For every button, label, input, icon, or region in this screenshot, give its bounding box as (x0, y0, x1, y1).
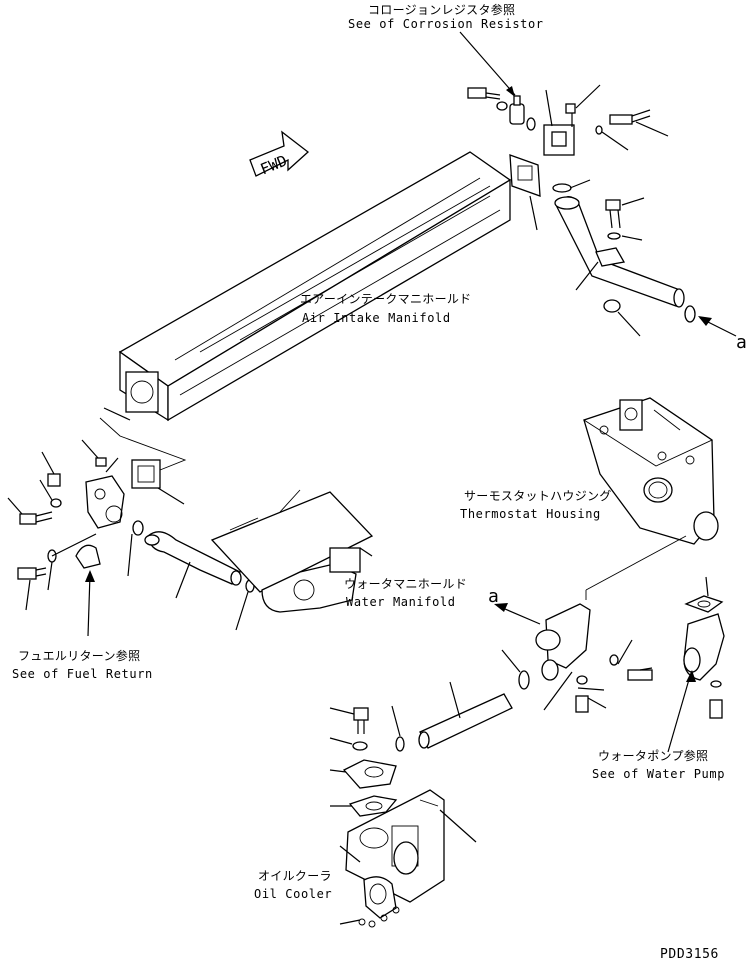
arrow-ref-bottom: a (488, 586, 499, 607)
oil-cooler-jp-label: オイルクーラ (258, 869, 332, 883)
corrosion-resistor-en-label: See of Corrosion Resistor (348, 17, 544, 31)
fwd-arrow-icon: FWD (249, 130, 310, 178)
water-manifold-en-label: Water Manifold (346, 595, 456, 609)
water-pump-jp-label: ウォータポンプ参照 (598, 748, 708, 763)
fuel-return-parts (7, 439, 185, 611)
arrow-ref-top: a (736, 332, 747, 353)
water-pump-parts (683, 576, 725, 719)
air-intake-en-label: Air Intake Manifold (302, 311, 451, 325)
thermostat-en-label: Thermostat Housing (460, 507, 601, 521)
oil-cooler-assembly (329, 707, 477, 928)
oil-cooler-en-label: Oil Cooler (254, 887, 332, 901)
water-pump-en-label: See of Water Pump (592, 767, 725, 781)
thermostat-jp-label: サーモスタットハウジング (464, 489, 612, 503)
resistor-pipe (509, 154, 737, 337)
fuel-return-jp-label: フュエルリターン参照 (18, 648, 140, 663)
water-manifold-jp-label: ウォータマニホールド (344, 577, 467, 591)
lower-elbow-pipe (391, 590, 653, 752)
corrosion-resistor-jp-label: コロージョンレジスタ参照 (368, 2, 515, 17)
air-intake-jp-label: エアーインテークマニホールド (300, 292, 471, 306)
water-manifold-hose (144, 489, 374, 631)
corrosion-resistor-fittings (467, 84, 669, 156)
drawing-number: PDD3156 (660, 947, 719, 962)
air-intake-manifold (103, 151, 512, 422)
thermostat-housing (582, 397, 719, 545)
fuel-return-en-label: See of Fuel Return (12, 667, 153, 681)
